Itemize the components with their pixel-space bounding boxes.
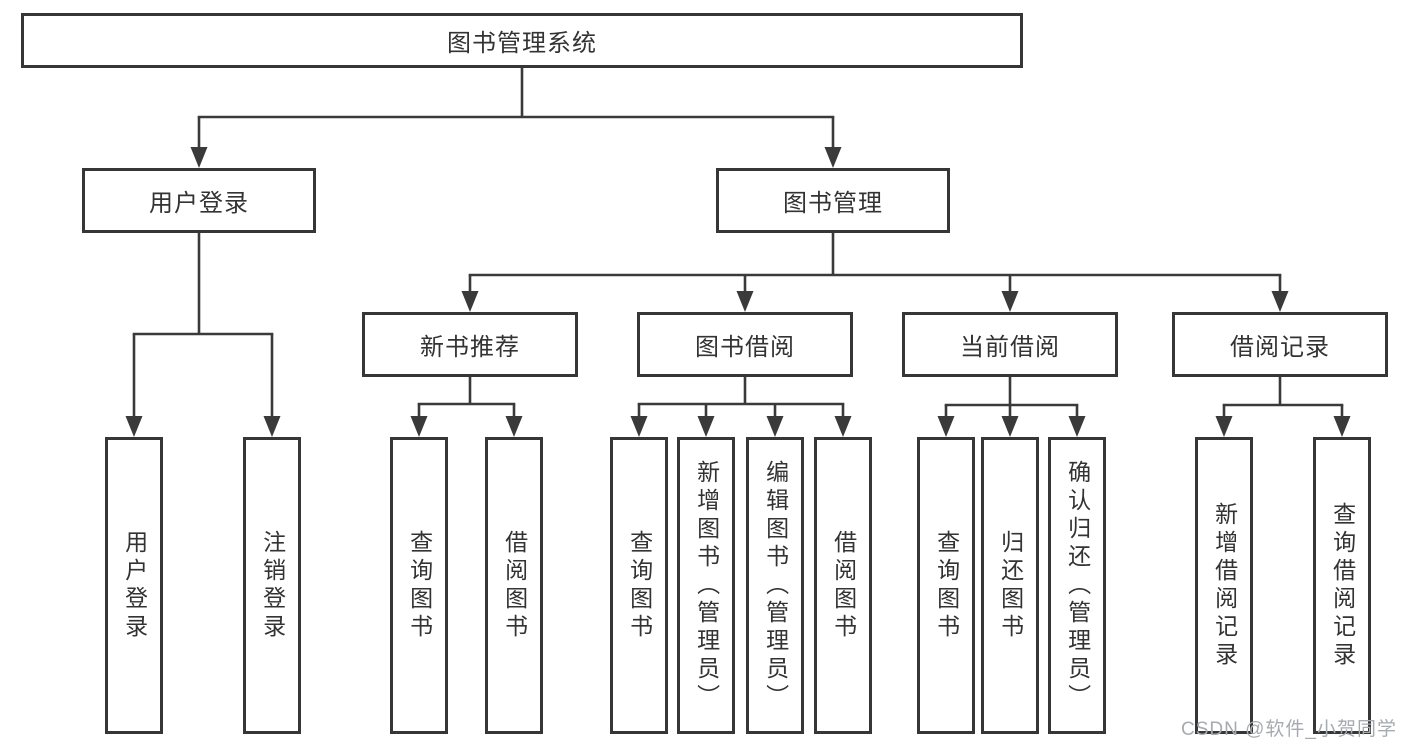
leaf-br-add-record: 新增借阅记录 <box>1195 437 1253 734</box>
node-book-mgmt: 图书管理 <box>716 168 950 233</box>
leaf-bb-borrow-books-label: 借阅图书 <box>830 529 857 642</box>
leaf-bb-add-books-label: 新增图书（管理员） <box>693 459 720 712</box>
leaf-cb-query-books: 查询图书 <box>917 437 975 734</box>
leaf-br-query-record: 查询借阅记录 <box>1313 437 1371 734</box>
leaf-bb-borrow-books: 借阅图书 <box>814 437 872 734</box>
node-user-login: 用户登录 <box>82 168 316 233</box>
leaf-logout: 注销登录 <box>243 437 301 734</box>
leaf-rec-query-books-label: 查询图书 <box>406 529 433 642</box>
node-book-borrow: 图书借阅 <box>637 312 853 377</box>
node-book-mgmt-label: 图书管理 <box>783 190 883 217</box>
leaf-logout-label: 注销登录 <box>259 529 286 642</box>
csdn-watermark: CSDN @软件_小贺同学 <box>1181 719 1397 740</box>
leaf-user-login: 用户登录 <box>105 437 163 734</box>
node-current-borrow-label: 当前借阅 <box>960 334 1060 361</box>
leaf-bb-add-books: 新增图书（管理员） <box>677 437 735 734</box>
connector-user-login-children <box>125 233 281 437</box>
leaf-br-add-record-label: 新增借阅记录 <box>1211 501 1238 670</box>
leaf-bb-edit-books: 编辑图书（管理员） <box>746 437 804 734</box>
leaf-rec-borrow-books-label: 借阅图书 <box>501 529 528 642</box>
leaf-rec-query-books: 查询图书 <box>390 437 448 734</box>
connector-book-mgmt-children <box>461 233 1289 312</box>
leaf-cb-confirm-return: 确认归还（管理员） <box>1048 437 1106 734</box>
node-user-login-label: 用户登录 <box>149 190 249 217</box>
node-root: 图书管理系统 <box>21 13 1023 68</box>
node-book-borrow-label: 图书借阅 <box>695 334 795 361</box>
leaf-bb-query-books-label: 查询图书 <box>626 529 653 642</box>
leaf-user-login-label: 用户登录 <box>121 529 148 642</box>
node-current-borrow: 当前借阅 <box>902 312 1118 377</box>
connector-book-borrow-children <box>630 377 852 437</box>
leaf-cb-confirm-return-label: 确认归还（管理员） <box>1064 459 1091 712</box>
node-root-label: 图书管理系统 <box>447 30 597 57</box>
leaf-bb-edit-books-label: 编辑图书（管理员） <box>762 459 789 712</box>
node-new-book-rec-label: 新书推荐 <box>420 334 520 361</box>
node-borrow-record: 借阅记录 <box>1172 312 1388 377</box>
leaf-br-query-record-label: 查询借阅记录 <box>1329 501 1356 670</box>
connector-root-to-level2 <box>190 68 842 168</box>
leaf-cb-query-books-label: 查询图书 <box>933 529 960 642</box>
node-borrow-record-label: 借阅记录 <box>1230 334 1330 361</box>
leaf-bb-query-books: 查询图书 <box>610 437 668 734</box>
leaf-rec-borrow-books: 借阅图书 <box>485 437 543 734</box>
leaf-cb-return-books: 归还图书 <box>981 437 1039 734</box>
connector-borrow-record-children <box>1215 377 1351 437</box>
node-new-book-rec: 新书推荐 <box>362 312 578 377</box>
connector-new-book-rec-children <box>410 377 523 437</box>
connector-current-borrow-children <box>937 377 1086 437</box>
leaf-cb-return-books-label: 归还图书 <box>997 529 1024 642</box>
